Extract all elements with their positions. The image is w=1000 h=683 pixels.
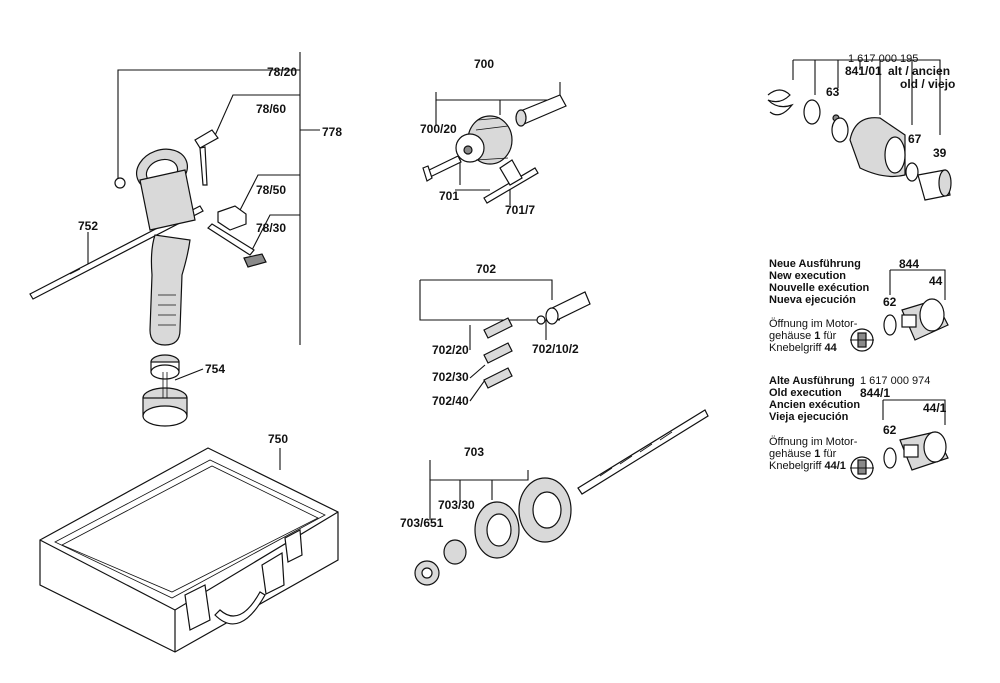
part-labels: 78/20 78/60 778 78/50 78/30 752 754 750 … [78, 53, 955, 530]
old-note-line2: gehäuse 1 für [769, 448, 837, 460]
leader-lines [87, 52, 946, 520]
label-78-30: 78/30 [256, 221, 286, 235]
label-754: 754 [205, 362, 225, 376]
new-note-line3: Knebelgriff 44 [769, 342, 838, 354]
old-execution-block: Alte Ausführung Old execution Ancien exé… [769, 375, 860, 472]
old-note-line2a: gehäuse [769, 448, 814, 460]
new-execution-de: Neue Ausführung [769, 258, 861, 270]
new-note-line2b: für [820, 330, 836, 342]
label-44: 44 [929, 274, 943, 288]
label-78-60: 78/60 [256, 102, 286, 116]
label-39: 39 [933, 146, 947, 160]
old-execution-es: Vieja ejecución [769, 411, 849, 423]
label-752: 752 [78, 219, 98, 233]
new-note-num2: 44 [824, 342, 837, 354]
label-62-new: 62 [883, 295, 897, 309]
new-execution-es: Nueva ejecución [769, 294, 856, 306]
label-750: 750 [268, 432, 288, 446]
side-handle-assembly [29, 129, 267, 427]
label-701: 701 [439, 189, 459, 203]
old-execution-de: Alte Ausführung [769, 375, 855, 387]
label-63: 63 [826, 85, 840, 99]
new-execution-block: Neue Ausführung New execution Nouvelle e… [769, 258, 870, 354]
label-78-20: 78/20 [267, 65, 297, 79]
new-note-line2a: gehäuse [769, 330, 814, 342]
label-1617000195: 1 617 000 195 [848, 53, 918, 65]
label-778: 778 [322, 125, 342, 139]
label-841-01: 841/01 [845, 64, 882, 78]
label-703: 703 [464, 445, 484, 459]
label-alt-ancien: alt / ancien [888, 64, 950, 78]
knob-844-1 [850, 431, 949, 480]
screwdriver-bits [483, 291, 591, 389]
old-note-num1: 1 [814, 448, 820, 460]
old-note-line2b: für [820, 448, 836, 460]
label-844-1: 844/1 [860, 386, 890, 400]
label-700: 700 [474, 57, 494, 71]
new-note-line1: Öffnung im Motor- [769, 318, 858, 330]
label-701-7: 701/7 [505, 203, 535, 217]
new-execution-fr: Nouvelle exécution [769, 282, 870, 294]
old-note-line3: Knebelgriff 44/1 [769, 460, 846, 472]
old-execution-fr: Ancien exécution [769, 399, 860, 411]
tool-holder-841 [767, 89, 952, 201]
toolholder-rings [414, 409, 709, 586]
new-note-line2: gehäuse 1 für [769, 330, 837, 342]
label-44-1: 44/1 [923, 401, 947, 415]
label-702-20: 702/20 [432, 343, 469, 357]
carrying-case [39, 447, 339, 653]
label-78-50: 78/50 [256, 183, 286, 197]
old-execution-en: Old execution [769, 387, 842, 399]
drill-chuck-assembly [422, 94, 567, 204]
label-703-651: 703/651 [400, 516, 444, 530]
label-700-20: 700/20 [420, 122, 457, 136]
label-702-40: 702/40 [432, 394, 469, 408]
label-67: 67 [908, 132, 922, 146]
label-62-old: 62 [883, 423, 897, 437]
new-note-num1: 1 [814, 330, 820, 342]
old-note-num2: 44/1 [824, 460, 845, 472]
knob-844 [850, 298, 949, 352]
new-note-line3a: Knebelgriff [769, 342, 824, 354]
label-702: 702 [476, 262, 496, 276]
label-702-30: 702/30 [432, 370, 469, 384]
label-703-30: 703/30 [438, 498, 475, 512]
label-702-10-2: 702/10/2 [532, 342, 579, 356]
new-execution-en: New execution [769, 270, 846, 282]
label-old-viejo: old / viejo [900, 77, 955, 91]
label-1617000974: 1 617 000 974 [860, 375, 930, 387]
old-note-line3a: Knebelgriff [769, 460, 824, 472]
label-844: 844 [899, 257, 919, 271]
old-note-line1: Öffnung im Motor- [769, 436, 858, 448]
